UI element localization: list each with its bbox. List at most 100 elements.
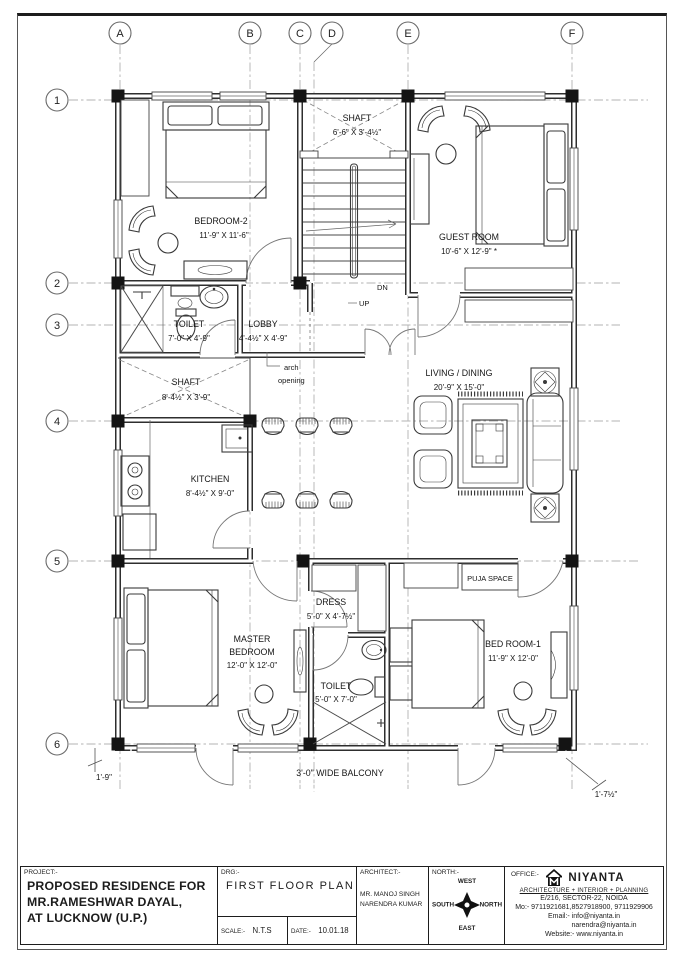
corner-table-icon	[530, 367, 560, 397]
firm-name: NIYANTA	[568, 871, 625, 884]
dining-chairs	[261, 417, 353, 509]
scale-value: N.T.S	[252, 926, 272, 935]
firm-website: Website:- www.niyanta.in	[544, 930, 624, 938]
project-line: MR.RAMESHWAR DAYAL,	[27, 894, 183, 909]
compass-north-label: NORTH	[479, 901, 502, 909]
compass-east-label: EAST	[458, 925, 476, 932]
cabinet-icon-guest	[409, 153, 430, 225]
arch-opening-label: opening	[278, 376, 305, 385]
grid-bubbles-columns: A B C D E F	[108, 21, 584, 45]
room-dims: 8'-4½" X 9'-0"	[186, 489, 234, 498]
bed-icon-master	[123, 587, 219, 709]
grid-row-label: 1	[54, 95, 60, 107]
grid-row-label: 2	[54, 278, 60, 290]
room-dims: 11'-9" X 11'-6"	[199, 231, 249, 240]
washbasin-icon-toilet-top	[170, 285, 200, 309]
grid-col-label: E	[404, 28, 411, 40]
room-label: TOILET	[321, 681, 352, 691]
dresser-icon-master	[293, 629, 307, 693]
chair-icon	[529, 708, 557, 736]
compass-south-label: SOUTH	[432, 901, 455, 909]
firm-tagline: ARCHITECTURE + INTERIOR + PLANNING	[519, 887, 649, 894]
room-label: LOBBY	[248, 319, 277, 329]
scale-cell: SCALE:- N.T.S	[218, 917, 288, 944]
shaft-cross-mid	[119, 359, 249, 419]
chair-icon	[128, 205, 156, 233]
drg-bottom: SCALE:- N.T.S DATE:- 10.01.18	[218, 916, 356, 944]
dining-chair-icon	[329, 490, 353, 509]
doors	[195, 237, 564, 786]
chair-icon	[417, 105, 445, 133]
dimension-label: 1'-9"	[96, 773, 112, 782]
arch-opening-note: arch opening	[266, 352, 305, 385]
architect-line: MR. MANOJ SINGH	[360, 891, 420, 898]
stair-dn-label: DN	[377, 283, 388, 292]
room-dims: 4'-4½" X 4'-9"	[239, 334, 287, 343]
date-label: DATE:-	[291, 928, 311, 935]
wardrobe-dress-2	[357, 564, 387, 632]
structural-columns	[111, 89, 579, 751]
title-block: PROJECT:- PROPOSED RESIDENCE FOR MR.RAME…	[20, 866, 664, 945]
room-dims: 11'-9" X 12'-0"	[488, 654, 538, 663]
dining-chair-icon	[295, 417, 319, 436]
windows	[113, 91, 579, 753]
stove-icon	[120, 455, 150, 507]
architect-line: NARENDRA KUMAR	[360, 900, 423, 908]
dining-chair-icon	[261, 417, 285, 436]
shower-icon-toilet-top	[120, 285, 164, 353]
room-dims: 12'-0" X 12'-0"	[227, 661, 278, 670]
wardrobe-guest-2	[464, 299, 574, 323]
room-dims: 6'-6" X 3'-4½"	[333, 128, 381, 137]
date-cell: DATE:- 10.01.18	[288, 917, 356, 944]
sink-icon	[221, 424, 253, 453]
project-name: PROPOSED RESIDENCE FOR MR.RAMESHWAR DAYA…	[21, 876, 217, 927]
drawing-title: FIRST FLOOR PLAN	[226, 880, 355, 892]
bed-icon-guest	[475, 123, 569, 247]
grid-col-label: F	[569, 28, 576, 40]
puja-space-box	[461, 563, 519, 591]
room-label: BED ROOM-1	[485, 639, 541, 649]
grid-row-label: 5	[54, 556, 60, 568]
room-dims: 7'-0" X 4'-9"	[168, 334, 210, 343]
room-label: KITCHEN	[191, 474, 230, 484]
office-label: OFFICE:-	[511, 871, 539, 878]
round-table-icon	[254, 684, 274, 704]
armchair-icon	[413, 395, 453, 435]
grid-row-label: 6	[54, 739, 60, 751]
bed-icon-bedroom1	[389, 619, 485, 709]
room-dims: 8'-4½" X 3'-9"	[162, 393, 210, 402]
coffee-table-icon	[471, 419, 508, 468]
balcony-dimensions: 1'-9" 1'-7½"	[87, 748, 617, 799]
grid-col-label: D	[328, 28, 336, 40]
north-label: NORTH:-	[432, 869, 459, 876]
dining-chair-icon	[295, 490, 319, 509]
sheet-border	[17, 13, 667, 950]
rug-icon	[457, 391, 524, 496]
firm-email: Email:- info@niyanta.in	[547, 912, 621, 920]
drg-top: DRG:- FIRST FLOOR PLAN	[218, 867, 356, 916]
wardrobes	[120, 99, 574, 632]
round-table-icon	[157, 232, 179, 254]
room-label: BEDROOM-2	[194, 216, 247, 226]
drg-label: DRG:-	[221, 869, 240, 876]
chair-icon	[237, 708, 265, 736]
wardrobe-dress-1	[311, 564, 357, 592]
dresser-icon-bedroom2	[183, 260, 248, 280]
grid-row-label: 3	[54, 320, 60, 332]
architect-label: ARCHITECT:-	[360, 869, 401, 876]
room-dims: 10'-6" X 12'-9" *	[441, 247, 497, 256]
firm-address: E/216, SECTOR-22, NOIDA	[540, 894, 628, 902]
wardrobe-guest-1	[464, 267, 574, 291]
shower-icon-toilet-bottom	[312, 701, 387, 745]
date-value: 10.01.18	[318, 926, 349, 935]
compass-rose-icon	[454, 892, 480, 918]
title-block-project-cell: PROJECT:- PROPOSED RESIDENCE FOR MR.RAME…	[21, 867, 217, 944]
firm-mobile: Mo:- 9711921681,8527918900, 9711929906	[515, 903, 653, 911]
room-dims: 20'-9" X 15'-0"	[434, 383, 485, 392]
scale-label: SCALE:-	[221, 928, 246, 935]
project-line: AT LUCKNOW (U.P.)	[27, 910, 148, 925]
room-labels: BEDROOM-2 11'-9" X 11'-6" SHAFT 6'-6" X …	[162, 113, 541, 778]
title-block-drg-cell: DRG:- FIRST FLOOR PLAN SCALE:- N.T.S DAT…	[217, 867, 356, 944]
grid-row-label: 4	[54, 416, 60, 428]
